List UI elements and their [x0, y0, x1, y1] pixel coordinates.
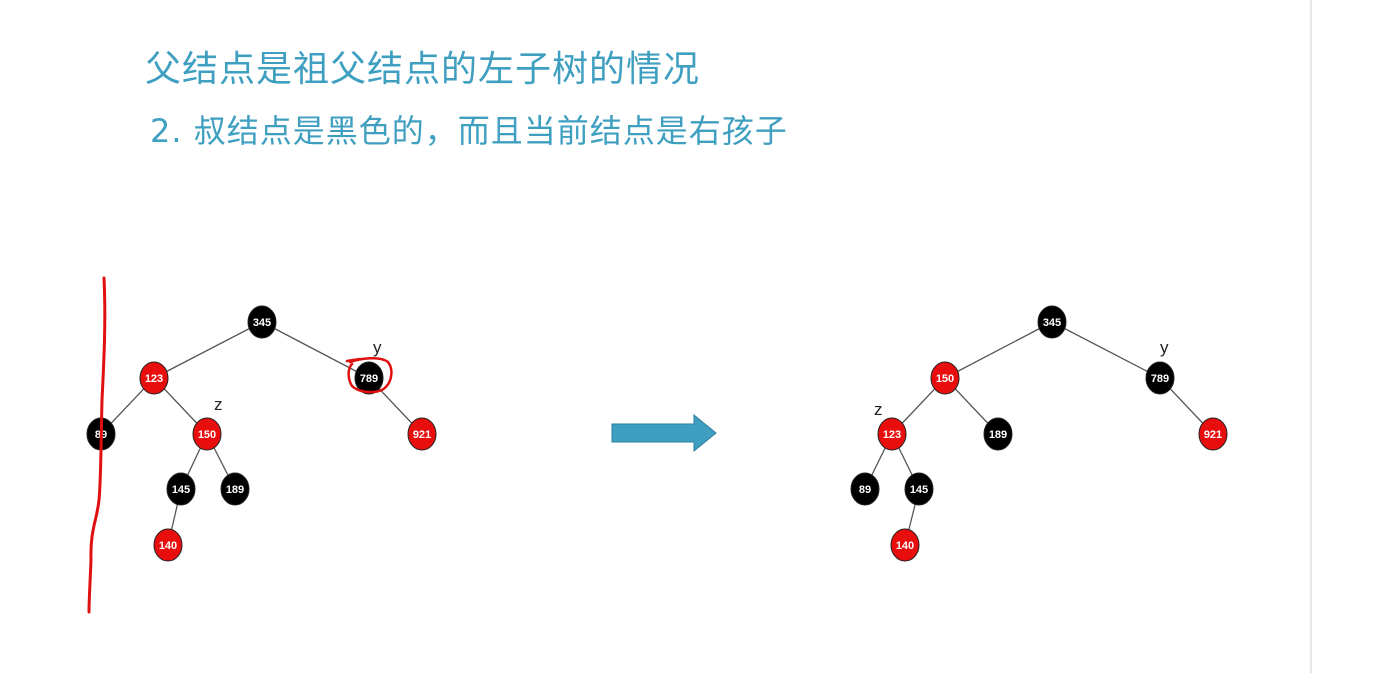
before-node-label: 123: [145, 373, 163, 385]
before-node-circle: [354, 361, 384, 395]
after-node-345: 345: [1037, 305, 1067, 339]
after-node-label: 89: [859, 484, 871, 496]
after-node-921: 921: [1198, 417, 1228, 451]
before-node-circle: [407, 417, 437, 451]
after-node-label: 140: [896, 540, 914, 552]
tree-diagram: 345 123 789 89 150 921 145 189 140 345 150 789 123 1…: [86, 276, 1228, 614]
transform-arrow-icon: [611, 413, 717, 453]
before-node-circle: [166, 472, 196, 506]
after-tree-nodes: 345 150 789 123 189 921 89 145 140: [850, 305, 1228, 562]
before-node-circle: [247, 305, 277, 339]
red-annotation-line: [87, 276, 107, 614]
before-node-label: 345: [253, 317, 271, 329]
after-node-label: 123: [883, 429, 901, 441]
before-node-label: 145: [172, 484, 190, 496]
after-node-circle: [1145, 361, 1175, 395]
after-node-123: 123: [877, 417, 907, 451]
after-node-label: 345: [1043, 317, 1061, 329]
before-label-y: y: [373, 338, 382, 357]
before-node-145: 145: [166, 472, 196, 506]
before-node-label: 150: [198, 429, 216, 441]
before-node-label: 789: [360, 373, 378, 385]
after-node-circle: [890, 528, 920, 562]
after-edge-m345-m150: [944, 321, 1053, 379]
after-node-189: 189: [983, 417, 1013, 451]
after-node-label: 150: [936, 373, 954, 385]
after-label-z: z: [874, 400, 883, 419]
before-node-189: 189: [220, 472, 250, 506]
slide-title: 父结点是祖父结点的左子树的情况: [145, 49, 701, 90]
slide-subtitle: 2. 叔结点是黑色的，而且当前结点是右孩子: [150, 112, 788, 150]
before-node-circle: [192, 417, 222, 451]
after-edge-m345-m789: [1051, 321, 1161, 379]
after-node-circle: [1198, 417, 1228, 451]
before-label-z: z: [214, 395, 223, 414]
after-node-label: 189: [989, 429, 1007, 441]
after-node-label: 145: [910, 484, 928, 496]
after-label-y: y: [1160, 338, 1169, 357]
after-node-label: 921: [1204, 429, 1222, 441]
before-node-123: 123: [139, 361, 169, 395]
slide: 父结点是祖父结点的左子树的情况 2. 叔结点是黑色的，而且当前结点是右孩子 34…: [86, 49, 1228, 614]
after-node-circle: [850, 472, 880, 506]
after-node-150: 150: [930, 361, 960, 395]
page-edge: [1310, 0, 1312, 673]
before-edge-n345-n123: [153, 321, 263, 379]
after-node-circle: [877, 417, 907, 451]
before-node-789: 789: [354, 361, 384, 395]
before-node-label: 140: [159, 540, 177, 552]
before-node-345: 345: [247, 305, 277, 339]
after-node-label: 789: [1151, 373, 1169, 385]
before-node-label: 189: [226, 484, 244, 496]
before-node-140: 140: [153, 528, 183, 562]
before-node-circle: [153, 528, 183, 562]
after-node-circle: [904, 472, 934, 506]
after-node-circle: [1037, 305, 1067, 339]
before-node-label: 921: [413, 429, 431, 441]
before-node-circle: [220, 472, 250, 506]
after-node-circle: [930, 361, 960, 395]
before-edge-n345-n789: [261, 321, 370, 379]
after-node-789: 789: [1145, 361, 1175, 395]
after-node-89: 89: [850, 472, 880, 506]
before-node-921: 921: [407, 417, 437, 451]
red-annotation-circle: [345, 357, 393, 394]
before-node-circle: [139, 361, 169, 395]
after-node-circle: [983, 417, 1013, 451]
before-node-150: 150: [192, 417, 222, 451]
after-node-145: 145: [904, 472, 934, 506]
after-node-140: 140: [890, 528, 920, 562]
